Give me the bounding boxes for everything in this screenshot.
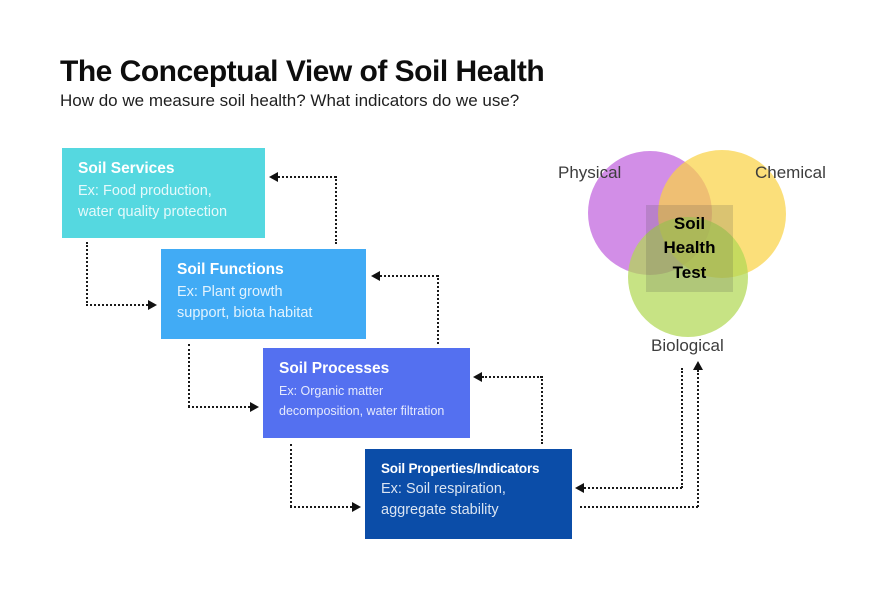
arrowhead-left-icon [575, 483, 584, 493]
flow-box-body: Ex: Organic matter decomposition, water … [279, 384, 445, 418]
arrowhead-right-icon [352, 502, 361, 512]
flow-box-soil-processes: Soil Processes Ex: Organic matter decomp… [263, 348, 470, 438]
connector-segment [290, 506, 352, 508]
page-subtitle: How do we measure soil health? What indi… [60, 91, 520, 110]
connector-segment [335, 176, 337, 244]
arrowhead-left-icon [371, 271, 380, 281]
connector-segment [188, 406, 250, 408]
connector-segment [541, 376, 543, 444]
connector-segment [290, 444, 292, 507]
flow-box-body: Ex: Food production, water quality prote… [78, 183, 228, 221]
connector-segment [697, 370, 699, 507]
venn-label-biological: Biological [651, 336, 724, 355]
connector-segment [278, 176, 336, 178]
connector-segment [580, 506, 698, 508]
flow-box-title: Soil Properties/Indicators [381, 461, 540, 476]
flow-box-soil-services: Soil Services Ex: Food production, water… [62, 148, 265, 238]
flow-box-title: Soil Services [78, 160, 175, 177]
arrowhead-right-icon [148, 300, 157, 310]
flow-box-title: Soil Processes [279, 360, 390, 377]
arrowhead-left-icon [473, 372, 482, 382]
venn-circle-biological [628, 217, 748, 337]
flow-box-body: Ex: Plant growth support, biota habitat [177, 284, 313, 322]
arrowhead-right-icon [250, 402, 259, 412]
venn-label-physical: Physical [558, 163, 622, 182]
page-title: The Conceptual View of Soil Health [60, 55, 545, 88]
connector-segment [86, 304, 148, 306]
flow-box-title: Soil Functions [177, 261, 284, 278]
connector-segment [188, 344, 190, 407]
connector-segment [86, 242, 88, 306]
flow-box-soil-functions: Soil Functions Ex: Plant growth support,… [161, 249, 366, 339]
flow-box-soil-properties-indicators: Soil Properties/Indicators Ex: Soil resp… [365, 449, 572, 539]
venn-label-chemical: Chemical [755, 163, 826, 182]
arrowhead-left-icon [269, 172, 278, 182]
arrowhead-up-icon [693, 361, 703, 370]
venn-center-square: Soil Health Test [646, 205, 733, 292]
connector-segment [584, 487, 682, 489]
connector-segment [681, 368, 683, 488]
connector-segment [482, 376, 542, 378]
connector-segment [380, 275, 438, 277]
flow-box-body: Ex: Soil respiration, aggregate stabilit… [381, 481, 506, 519]
venn-center-label: Soil Health Test [663, 213, 716, 282]
connector-segment [437, 275, 439, 344]
